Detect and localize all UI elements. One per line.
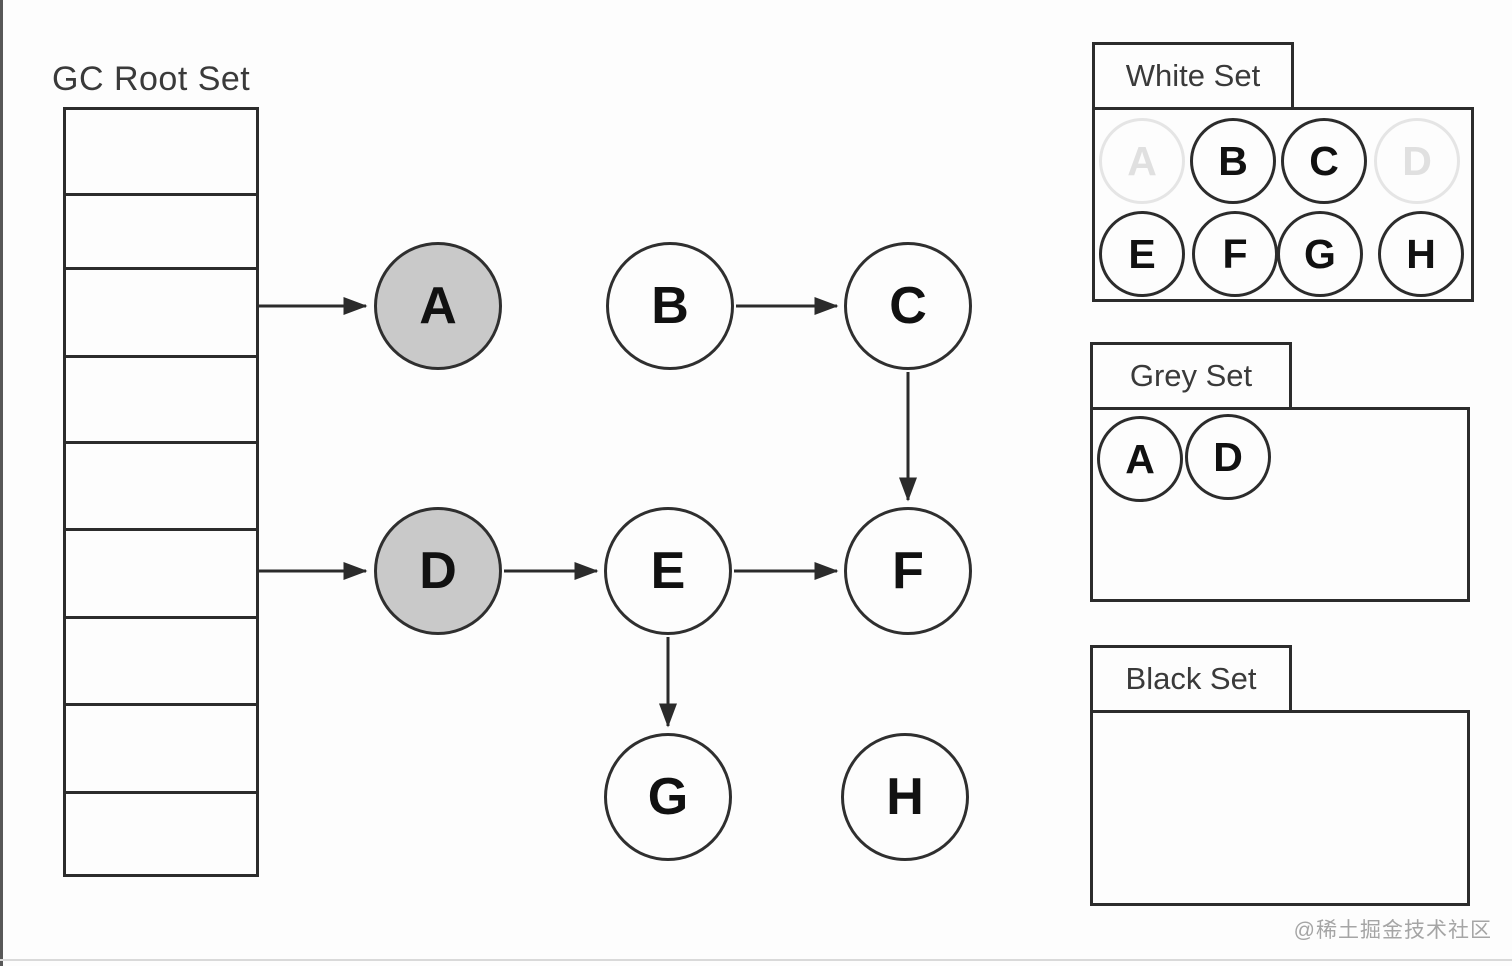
root-table-row (66, 110, 256, 196)
black-set-tab: Black Set (1090, 645, 1292, 713)
graph-node-D: D (374, 507, 502, 635)
grey-set-node-D: D (1185, 414, 1271, 500)
graph-node-C: C (844, 242, 972, 370)
white-set-node-D: D (1374, 118, 1460, 204)
graph-node-H: H (841, 733, 969, 861)
white-set-node-A: A (1099, 118, 1185, 204)
root-table-row (66, 619, 256, 706)
root-table-row (66, 358, 256, 444)
graph-node-G: G (604, 733, 732, 861)
graph-node-A: A (374, 242, 502, 370)
white-set-node-G: G (1277, 211, 1363, 297)
root-table-row (66, 444, 256, 531)
gc-root-set-title: GC Root Set (52, 60, 251, 98)
grey-set-node-A: A (1097, 416, 1183, 502)
white-set-node-C: C (1281, 118, 1367, 204)
grey-set-tab: Grey Set (1090, 342, 1292, 410)
white-set-node-E: E (1099, 211, 1185, 297)
graph-node-E: E (604, 507, 732, 635)
graph-node-F: F (844, 507, 972, 635)
frame-bottom-border (0, 959, 1512, 961)
watermark: @稀土掘金技术社区 (1293, 919, 1492, 942)
white-set-node-B: B (1190, 118, 1276, 204)
root-table-row (66, 794, 256, 874)
black-set-box (1090, 710, 1470, 906)
root-table-row (66, 196, 256, 270)
root-table-row (66, 531, 256, 619)
white-set-node-F: F (1192, 211, 1278, 297)
root-table-row (66, 706, 256, 794)
graph-node-B: B (606, 242, 734, 370)
gc-root-set-table (63, 107, 259, 877)
root-table-row (66, 270, 256, 358)
white-set-node-H: H (1378, 211, 1464, 297)
white-set-tab: White Set (1092, 42, 1294, 110)
frame-left-border (0, 0, 3, 966)
